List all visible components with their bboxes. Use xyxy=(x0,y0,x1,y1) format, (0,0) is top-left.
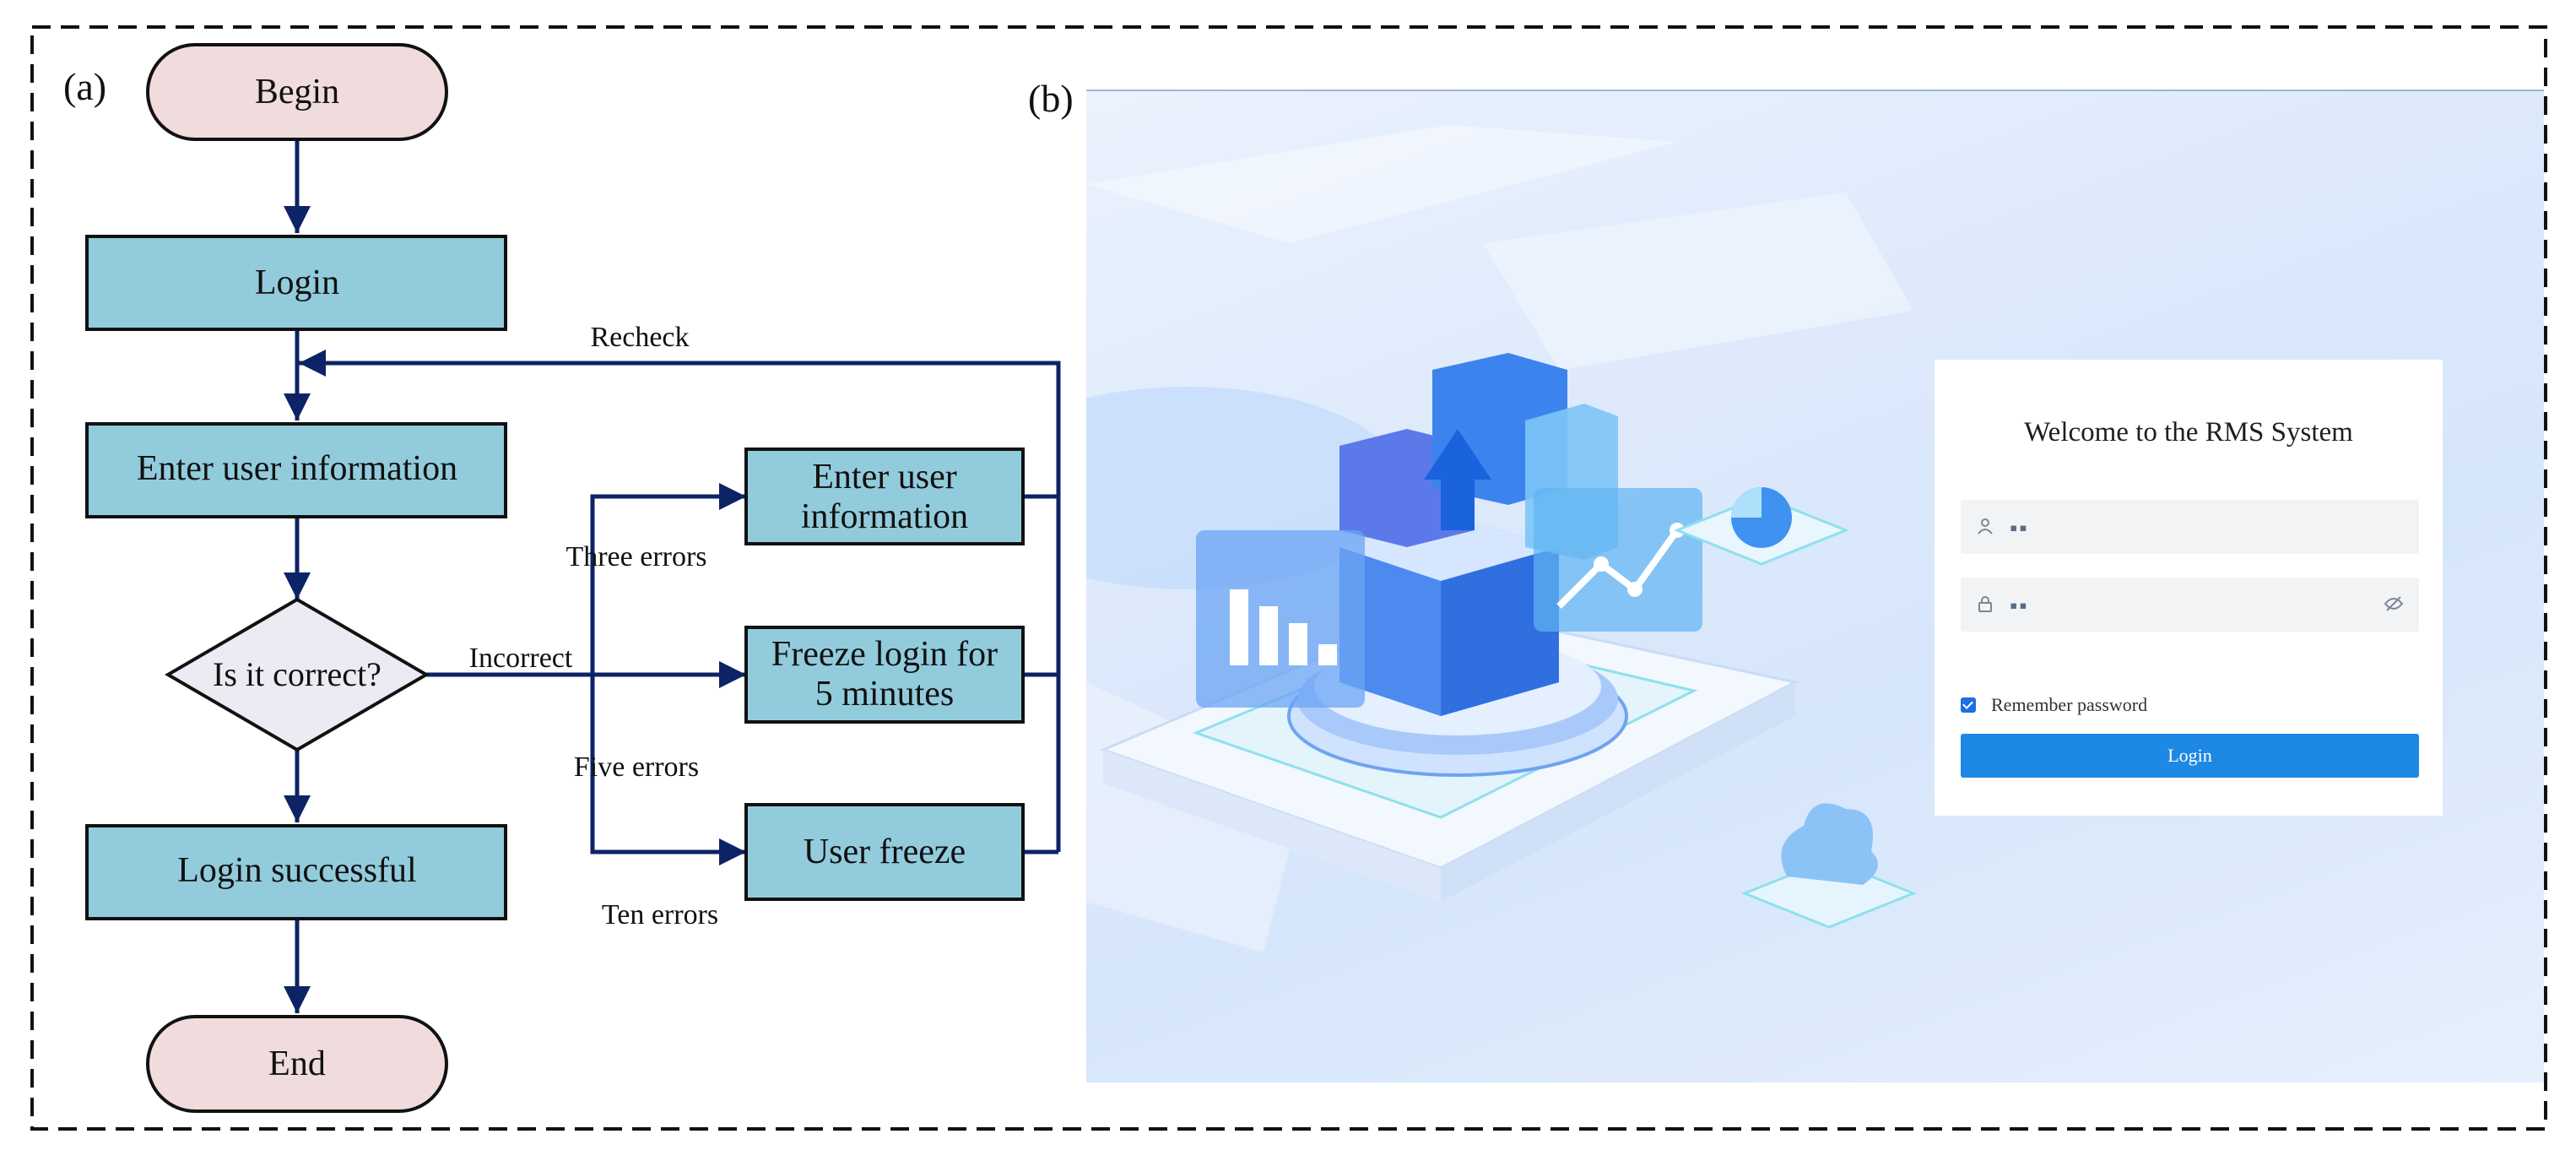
login-process xyxy=(85,235,507,331)
success-label: Login successful xyxy=(177,851,416,890)
decision-label: Is it correct? xyxy=(213,655,382,693)
freeze-5min-line1: Freeze login for xyxy=(771,635,998,674)
five-errors-label: Five errors xyxy=(574,751,699,783)
username-value: ▪▪ xyxy=(2010,516,2029,540)
begin-label: Begin xyxy=(255,73,339,111)
password-value: ▪▪ xyxy=(2010,594,2029,618)
login-button[interactable]: Login xyxy=(1961,734,2419,778)
ten-errors-label: Ten errors xyxy=(602,899,718,930)
user-freeze-box xyxy=(744,803,1025,901)
username-field[interactable]: ▪▪ xyxy=(1961,500,2419,554)
remember-label: Remember password xyxy=(1991,694,2148,715)
retry-enter-info-line1: Enter user xyxy=(812,458,956,496)
login-title: Welcome to the RMS System xyxy=(2024,417,2353,448)
user-icon xyxy=(1978,518,1993,534)
lock-icon xyxy=(1978,596,1992,612)
end-terminal xyxy=(146,1015,448,1113)
login-card: Welcome to the RMS System ▪▪ ▪▪ Remember… xyxy=(1935,360,2443,816)
illustration-3d-server xyxy=(1086,125,1918,952)
enter-info-label: Enter user information xyxy=(137,449,457,488)
eye-off-icon[interactable] xyxy=(2384,594,2404,613)
success-process xyxy=(85,824,507,920)
freeze-5min-box xyxy=(744,626,1025,724)
login-label: Login xyxy=(255,263,339,302)
decision-diamond xyxy=(165,597,430,752)
login-screenshot: Welcome to the RMS System ▪▪ ▪▪ Remember… xyxy=(1086,90,2544,1082)
recheck-label: Recheck xyxy=(590,322,689,353)
freeze-5min-line2: 5 minutes xyxy=(815,675,955,713)
retry-enter-info-line2: information xyxy=(801,497,968,536)
checkbox-icon[interactable] xyxy=(1961,697,1976,713)
end-label: End xyxy=(268,1044,326,1083)
remember-password[interactable]: Remember password xyxy=(1961,694,2147,716)
panel-label-a: (a) xyxy=(63,65,106,108)
begin-terminal xyxy=(146,43,448,141)
user-freeze-label: User freeze xyxy=(804,833,966,871)
flowchart-connectors xyxy=(284,139,1061,1013)
enter-info-process xyxy=(85,422,507,518)
three-errors-label: Three errors xyxy=(566,541,706,572)
password-field[interactable]: ▪▪ xyxy=(1961,578,2419,632)
retry-enter-info-box xyxy=(744,448,1025,545)
incorrect-label: Incorrect xyxy=(469,643,573,674)
panel-label-b: (b) xyxy=(1028,77,1074,120)
